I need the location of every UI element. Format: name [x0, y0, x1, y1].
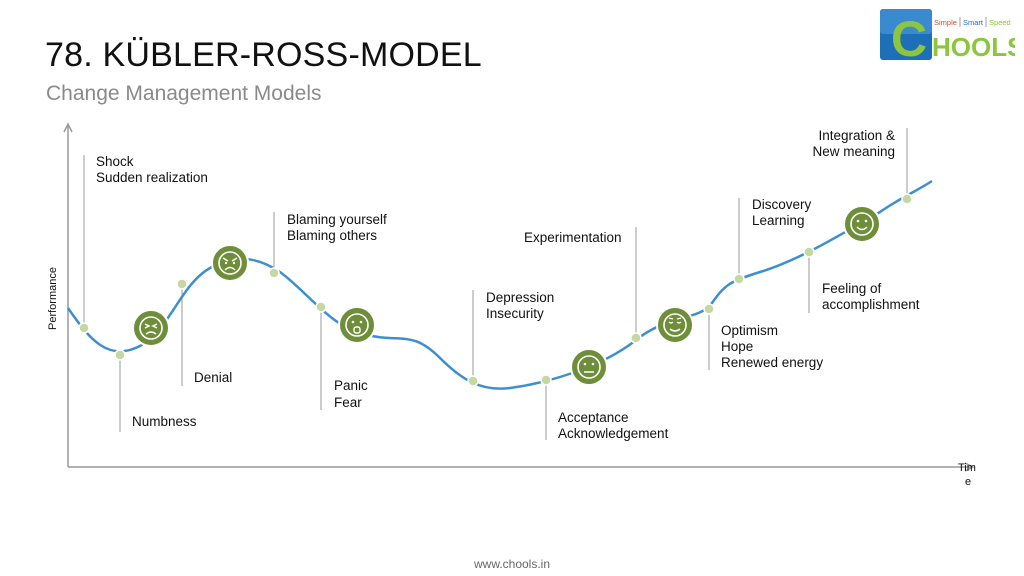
stage-shock-sublabel: Sudden realization — [96, 170, 208, 185]
page-subtitle: Change Management Models — [46, 82, 322, 105]
footer-url: www.chools.in — [473, 557, 551, 571]
fearful-face-icon — [338, 306, 376, 344]
performance-curve — [66, 179, 933, 390]
stage-integration-label: Integration & — [818, 128, 895, 143]
relieved-face-icon — [656, 306, 694, 344]
x-axis-label-line1: Tim — [958, 462, 976, 474]
curve-node — [114, 349, 126, 361]
stage-acknowledgement-label: Acknowledgement — [558, 426, 669, 441]
logo-tagline-speed: Speed — [989, 18, 1011, 27]
curve-node — [901, 193, 913, 205]
stage-blaming-label: Blaming yourself — [287, 212, 387, 227]
stage-accomplishment-label: accomplishment — [822, 297, 920, 312]
squint-face-icon — [132, 309, 170, 347]
y-axis-arrow — [63, 122, 73, 133]
angry-face-icon — [211, 244, 249, 282]
curve-node — [268, 267, 280, 279]
stage-shock-label: Shock — [96, 154, 134, 169]
stage-learning-label: Learning — [752, 213, 805, 228]
curve-node — [803, 246, 815, 258]
y-axis-label: Performance — [47, 267, 59, 330]
stage-panic-label: Panic — [334, 378, 368, 393]
neutral-face-icon — [570, 348, 608, 386]
curve-node — [703, 303, 715, 315]
stage-fear-label: Fear — [334, 395, 362, 410]
curve-node — [78, 322, 90, 334]
curve-node — [540, 374, 552, 386]
page-title: 78. KÜBLER-ROSS-MODEL — [45, 36, 482, 74]
curve-node — [176, 278, 188, 290]
stage-new-meaning-label: New meaning — [812, 144, 895, 159]
curve-node — [630, 332, 642, 344]
stage-optimism-label: Optimism — [721, 323, 778, 338]
stage-discovery-label: Discovery — [752, 197, 812, 212]
stage-acceptance-label: Acceptance — [558, 410, 629, 425]
logo-initial: C — [891, 11, 927, 62]
curve-node — [467, 375, 479, 387]
curve-node — [733, 273, 745, 285]
logo-tagline-simple: Simple — [934, 18, 957, 27]
stage-experimentation-label: Experimentation — [524, 230, 622, 245]
chools-logo: C Simple Smart Speed HOOLS — [880, 9, 1015, 62]
stage-hope-label: Hope — [721, 339, 753, 354]
logo-tagline-smart: Smart — [963, 18, 984, 27]
stage-insecurity-label: Insecurity — [486, 306, 544, 321]
logo-wordmark: HOOLS — [932, 32, 1015, 62]
smiling-face-icon — [843, 205, 881, 243]
curve-node — [315, 301, 327, 313]
stage-feeling-label: Feeling of — [822, 281, 882, 296]
stage-denial-label: Denial — [194, 370, 232, 385]
x-axis-label-line2: e — [965, 476, 971, 488]
x-axis-arrow — [964, 462, 975, 472]
stage-depression-label: Depression — [486, 290, 554, 305]
stage-blaming-sublabel: Blaming others — [287, 228, 377, 243]
stage-renewed-energy-label: Renewed energy — [721, 355, 823, 370]
stage-numbness-label: Numbness — [132, 414, 197, 429]
